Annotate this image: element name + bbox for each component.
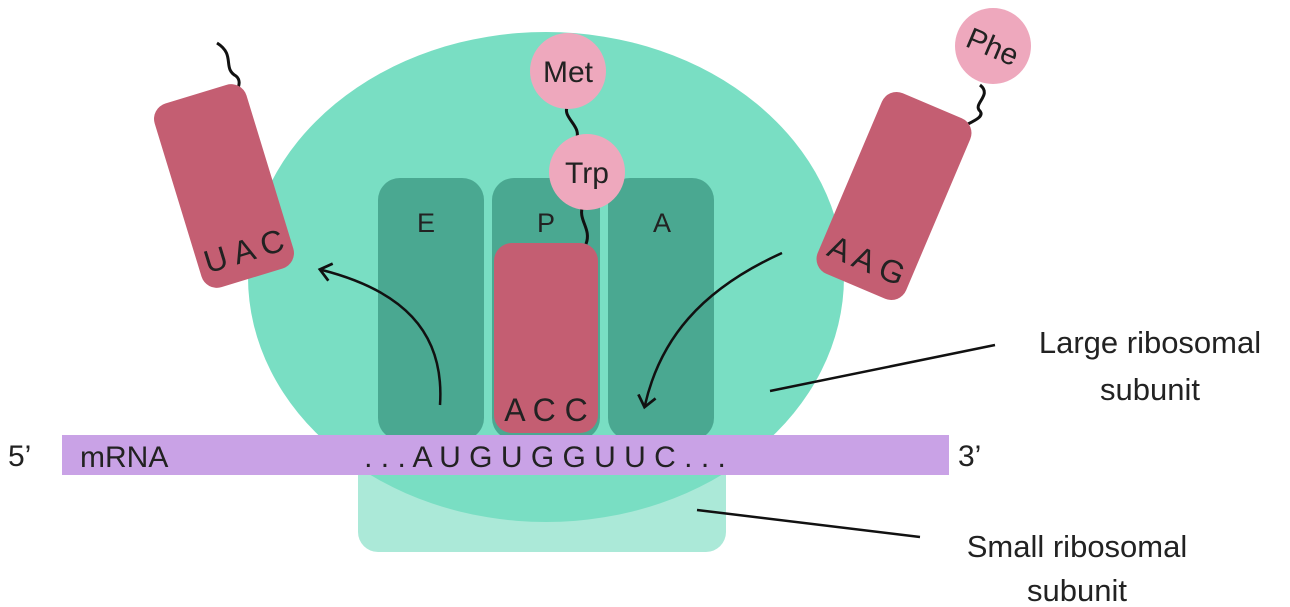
mrna-label: mRNA bbox=[80, 441, 168, 474]
large-subunit-label-line1: Large ribosomal bbox=[1039, 325, 1261, 360]
mrna-strand bbox=[62, 435, 949, 475]
a-site bbox=[608, 178, 714, 440]
amino-acid-trp-label: Trp bbox=[565, 157, 609, 190]
amino-acid-trp bbox=[549, 134, 625, 210]
five-prime-label: 5’ bbox=[8, 440, 31, 473]
anticodon-center: A C C bbox=[504, 392, 588, 428]
amino-acid-met-label: Met bbox=[543, 56, 594, 89]
e-site bbox=[378, 178, 484, 440]
trna-exiting bbox=[154, 84, 294, 288]
p-site-label: P bbox=[537, 208, 555, 238]
amino-acid-phe bbox=[955, 8, 1031, 84]
small-subunit-label-line1: Small ribosomal bbox=[967, 529, 1188, 564]
curved-arrow-icon bbox=[317, 262, 442, 406]
e-site-label: E bbox=[417, 208, 435, 238]
a-site-label: A bbox=[653, 208, 671, 238]
trna-entering bbox=[816, 92, 972, 300]
three-prime-label: 3’ bbox=[958, 440, 981, 473]
trna-p-site bbox=[494, 243, 598, 433]
right-trna-tail bbox=[967, 83, 986, 126]
mrna-sequence: . . . A U G U G G U U C . . . bbox=[364, 441, 726, 474]
large-subunit-label-line2: subunit bbox=[1100, 372, 1200, 407]
amino-acid-met bbox=[530, 33, 606, 109]
small-subunit-label-line2: subunit bbox=[1027, 573, 1127, 607]
curved-arrow-icon bbox=[637, 251, 783, 410]
large-subunit-leader bbox=[769, 343, 996, 393]
small-subunit-leader bbox=[696, 508, 921, 539]
